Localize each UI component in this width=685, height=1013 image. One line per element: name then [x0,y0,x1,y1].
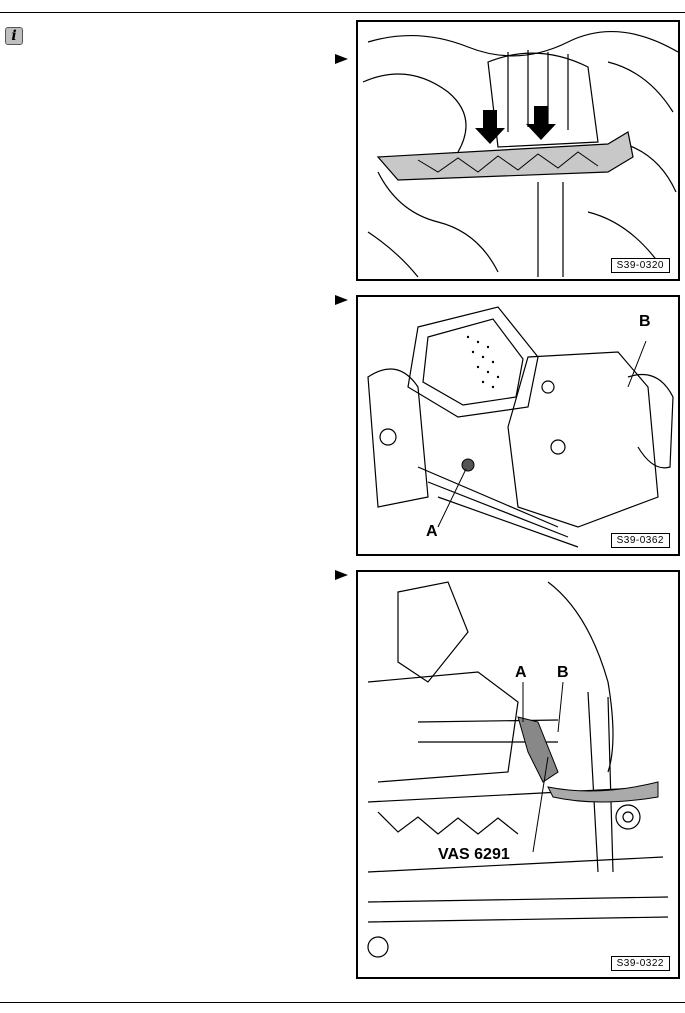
figure-3-code: S39-0322 [610,956,670,971]
info-icon: i [5,27,23,45]
step-marker-arrow [335,54,348,64]
figure-1-drawing [362,31,678,278]
footer-rule [0,1002,685,1003]
figure-2-code: S39-0362 [610,533,670,548]
figure-1-code: S39-0320 [610,258,670,273]
callout-tool: VAS 6291 [438,846,510,863]
callout-b: B [557,664,569,681]
figure-2: B A S39-0362 [356,295,680,556]
figure-2-drawing [367,306,674,548]
info-icon-glyph: i [11,28,17,44]
figure-3-drawing [367,581,669,958]
callout-a: A [515,664,527,681]
callout-b: B [639,313,651,330]
step-marker-arrow [335,570,348,580]
callout-a: A [426,523,438,540]
step-marker-arrow [335,295,348,305]
figure-1: S39-0320 [356,20,680,281]
figure-3: A B VAS 6291 S39-0322 [356,570,680,979]
header-rule [0,12,685,13]
